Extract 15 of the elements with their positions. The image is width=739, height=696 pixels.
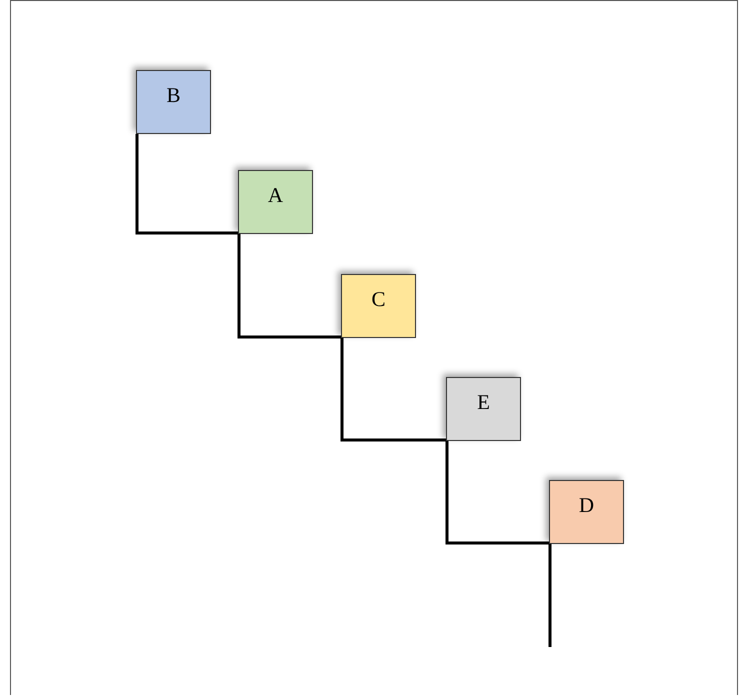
letter-box [446,377,521,441]
letter-box [238,170,313,234]
node-label: E [477,390,490,415]
letter-box [136,70,211,134]
connector-line [548,544,552,647]
node-label: A [268,183,284,208]
letter-box [341,274,416,338]
connector-line [238,234,341,338]
node-label: D [578,493,594,518]
node-label: C [371,287,386,312]
connector-line [136,134,238,234]
letter-box [549,480,624,544]
node-label: B [166,83,180,108]
connector-line [340,338,446,442]
connector-line [446,441,549,544]
